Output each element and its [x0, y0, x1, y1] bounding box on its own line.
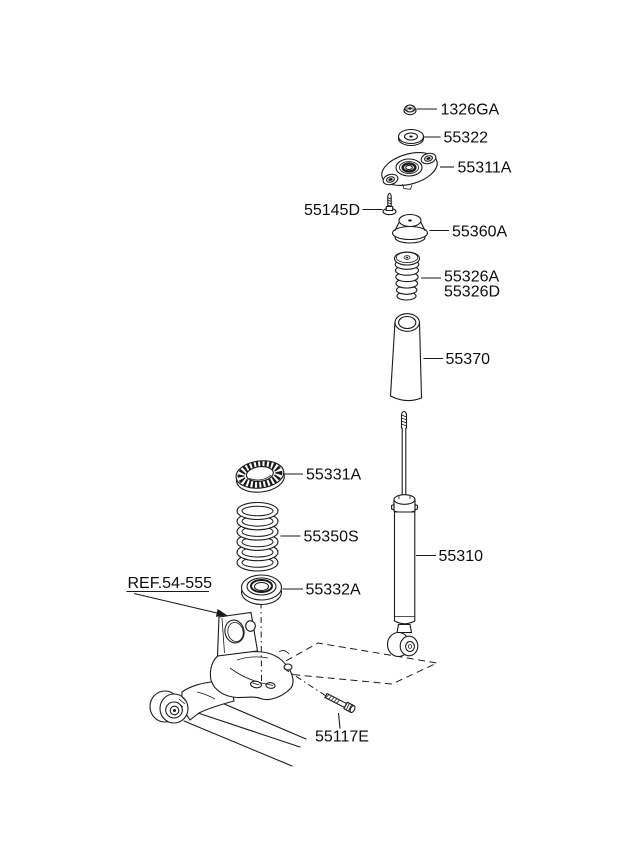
shock-mount-plate: [216, 611, 259, 657]
spring-upper-pad: [235, 460, 285, 493]
part-label-55311A: 55311A: [458, 160, 512, 177]
ref-arrowhead: [215, 609, 228, 617]
ref-link-54-555[interactable]: REF.54-555: [128, 575, 213, 592]
part-label-55310: 55310: [439, 548, 484, 565]
bracket-holes: [249, 680, 276, 689]
part-label-55350S: 55350S: [304, 529, 359, 546]
bracket-contour: [229, 667, 267, 685]
spring-lower-pad: [240, 574, 283, 606]
shock-absorber: [386, 410, 419, 658]
pad-centerline: [260, 602, 262, 682]
alignment-parallelogram: [264, 642, 439, 685]
part-label-55117E: 55117E: [315, 729, 369, 746]
bolt-axis-line: [283, 668, 327, 697]
spring-seat-bracket-body: [209, 651, 294, 701]
coil-spring: [236, 501, 279, 572]
beam-front-edge: [194, 711, 301, 748]
mount-bolt: [382, 192, 397, 216]
part-label-55322: 55322: [444, 130, 489, 147]
trailing-arm-bushing: [149, 690, 189, 724]
rear-axle-assembly: [149, 611, 307, 767]
part-label-55326D: 55326D: [444, 284, 500, 301]
beam-bottom-edge: [183, 720, 293, 767]
part-label-1326GA: 1326GA: [441, 102, 500, 119]
bumper-stopper: [393, 251, 421, 301]
callout-labels: 1326GA 55322 55311A 55145D 55360A 55326A…: [128, 102, 512, 746]
part-label-55332A: 55332A: [306, 582, 361, 599]
arm-contour: [196, 691, 216, 700]
bracket-contour: [236, 656, 269, 661]
self-locking-nut: [403, 104, 417, 116]
callout-leaders: [126, 108, 454, 729]
part-label-55326A: 55326A: [444, 269, 499, 286]
washer: [397, 128, 425, 147]
shock-absorber-mount: [381, 152, 438, 190]
construction-lines: [264, 642, 439, 685]
ref-leader: [133, 592, 218, 614]
bracket-tab: [283, 663, 293, 671]
shock-insulator: [391, 213, 429, 244]
part-label-55145D: 55145D: [304, 202, 360, 219]
part-label-55331A: 55331A: [306, 467, 361, 484]
part-label-55370: 55370: [446, 351, 491, 368]
part-label-55360A: 55360A: [452, 224, 507, 241]
lower-mounting-bolt: [324, 692, 356, 714]
bracket-contour: [278, 650, 290, 655]
dust-cover: [389, 313, 423, 402]
